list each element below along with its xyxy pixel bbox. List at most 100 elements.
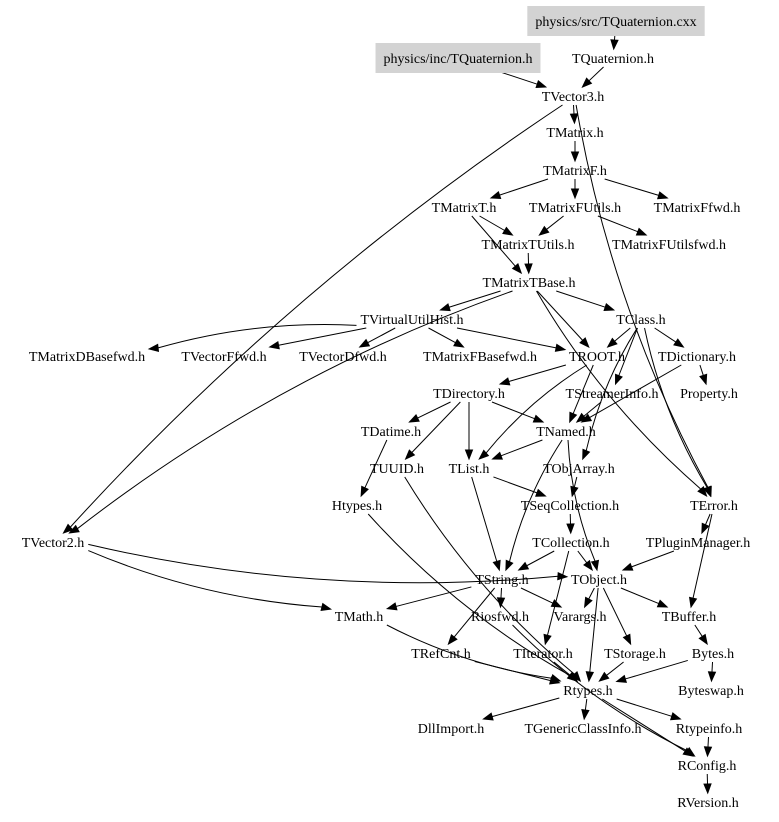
node-tlist[interactable]: TList.h — [449, 462, 490, 477]
node-mdbf[interactable]: TMatrixDBasefwd.h — [29, 350, 145, 365]
node-matt[interactable]: TMatrixT.h — [432, 201, 497, 216]
node-vdf[interactable]: TVectorDfwd.h — [299, 350, 386, 365]
node-bytes[interactable]: Bytes.h — [692, 647, 734, 662]
node-tdir[interactable]: TDirectory.h — [433, 387, 505, 402]
edge-tdir-to-tdat — [408, 401, 451, 423]
node-vuh[interactable]: TVirtualUtilHist.h — [361, 313, 464, 328]
node-rconf[interactable]: RConfig.h — [678, 759, 737, 774]
node-tnamed[interactable]: TNamed.h — [536, 425, 595, 440]
node-tseq[interactable]: TSeqCollection.h — [521, 499, 619, 514]
node-dll[interactable]: DllImport.h — [418, 722, 485, 737]
edge-line — [556, 290, 606, 308]
node-label: TCollection.h — [532, 536, 609, 551]
edge-mattb-to-v2 — [68, 290, 513, 534]
edge-line — [479, 215, 505, 231]
node-label: TMatrixTBase.h — [483, 276, 576, 291]
edge-line — [367, 513, 570, 676]
edge-line — [577, 550, 588, 564]
node-v3[interactable]: TVector3.h — [542, 90, 605, 105]
node-mat[interactable]: TMatrix.h — [546, 126, 603, 141]
edge-line — [471, 215, 516, 267]
node-tstr[interactable]: TString.h — [475, 573, 528, 588]
node-tuuid[interactable]: TUUID.h — [370, 462, 424, 477]
node-toa[interactable]: TObjArray.h — [543, 462, 615, 477]
edge-line — [631, 550, 675, 568]
node-qinc[interactable]: physics/inc/TQuaternion.h — [375, 43, 541, 73]
arrowhead-icon — [622, 633, 632, 646]
arrowhead-icon — [581, 709, 590, 721]
edge-line — [694, 624, 703, 637]
node-rver[interactable]: RVersion.h — [677, 796, 739, 811]
node-label: TMatrixF.h — [543, 164, 607, 179]
node-label: TMatrixFfwd.h — [654, 201, 741, 216]
edge-vuh-to-troot — [456, 327, 567, 352]
arrowhead-icon — [554, 343, 567, 352]
node-vff[interactable]: TVectorFfwd.h — [181, 350, 266, 365]
edge-matt-to-mattu — [479, 215, 514, 236]
node-tdict[interactable]: TDictionary.h — [658, 350, 736, 365]
node-mfbf[interactable]: TMatrixFBasefwd.h — [423, 350, 537, 365]
node-bswap[interactable]: Byteswap.h — [678, 684, 744, 699]
edge-matf-to-matffwd — [604, 178, 669, 200]
arrowhead-icon — [549, 676, 561, 685]
node-varg[interactable]: Varargs.h — [553, 610, 606, 625]
arrowhead-icon — [447, 633, 458, 646]
edge-qh-to-v3 — [581, 66, 604, 88]
arrowhead-icon — [670, 712, 682, 721]
edge-line — [583, 401, 602, 417]
node-matffwd[interactable]: TMatrixFfwd.h — [654, 201, 741, 216]
node-matf[interactable]: TMatrixF.h — [543, 164, 607, 179]
edge-line — [520, 587, 554, 604]
edge-tdir-to-tnamed — [491, 401, 545, 423]
edge-line — [707, 736, 710, 748]
node-tclass[interactable]: TClass.h — [616, 313, 665, 328]
node-tpm[interactable]: TPluginManager.h — [646, 536, 751, 551]
edge-line — [157, 323, 357, 349]
node-qh[interactable]: TQuaternion.h — [572, 52, 654, 67]
node-mattb[interactable]: TMatrixTBase.h — [483, 276, 576, 291]
edge-line — [699, 364, 704, 376]
node-v2[interactable]: TVector2.h — [22, 536, 85, 551]
edge-mattb-to-terr — [536, 290, 708, 498]
edge-tdir-to-tuuid — [404, 401, 461, 460]
node-terr[interactable]: TError.h — [690, 499, 738, 514]
node-titer[interactable]: TIterator.h — [513, 647, 572, 662]
arrowhead-icon — [610, 39, 619, 51]
node-matfufwd[interactable]: TMatrixFUtilsfwd.h — [612, 238, 726, 253]
node-tdat[interactable]: TDatime.h — [361, 425, 421, 440]
node-rtypes[interactable]: Rtypes.h — [563, 684, 612, 699]
node-tobj[interactable]: TObject.h — [571, 573, 627, 588]
node-htypes[interactable]: Htypes.h — [332, 499, 382, 514]
arrowhead-icon — [567, 671, 579, 682]
node-rios[interactable]: Riosfwd.h — [471, 610, 529, 625]
node-qcxx[interactable]: physics/src/TQuaternion.cxx — [527, 6, 705, 36]
node-tstor[interactable]: TStorage.h — [604, 647, 666, 662]
node-label: TVector2.h — [22, 536, 85, 551]
arrowhead-icon — [385, 602, 398, 611]
edge-matf-to-matt — [489, 178, 549, 200]
edge-line — [604, 178, 659, 196]
node-trc[interactable]: TRefCnt.h — [411, 647, 471, 662]
edge-tstor-to-rtypes — [598, 661, 624, 682]
node-matfu[interactable]: TMatrixFUtils.h — [529, 201, 621, 216]
arrowhead-icon — [583, 559, 594, 572]
node-rti[interactable]: Rtypeinfo.h — [676, 722, 743, 737]
node-label: Rtypes.h — [563, 684, 612, 699]
edge-bytes-to-bswap — [707, 661, 717, 683]
edge-vuh-to-mdbf — [147, 323, 357, 353]
node-tmath[interactable]: TMath.h — [335, 610, 384, 625]
node-label: TDatime.h — [361, 425, 421, 440]
edge-line — [572, 364, 594, 414]
node-tcoll[interactable]: TCollection.h — [532, 536, 609, 551]
node-prop[interactable]: Property.h — [680, 387, 738, 402]
node-label: TBuffer.h — [662, 610, 717, 625]
node-troot[interactable]: TROOT.h — [569, 350, 625, 365]
node-label: TDictionary.h — [658, 350, 736, 365]
node-tsi[interactable]: TStreamerInfo.h — [566, 387, 659, 402]
node-tgci[interactable]: TGenericClassInfo.h — [524, 722, 641, 737]
node-mattu[interactable]: TMatrixTUtils.h — [482, 238, 575, 253]
edge-line — [448, 290, 501, 308]
edge-line — [692, 513, 713, 599]
node-tbuf[interactable]: TBuffer.h — [662, 610, 717, 625]
